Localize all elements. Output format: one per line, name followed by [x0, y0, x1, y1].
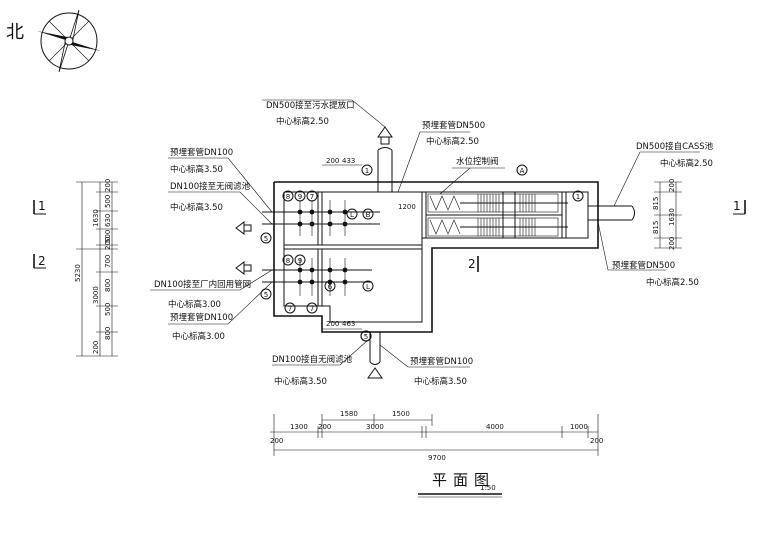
svg-text:3000: 3000 — [92, 286, 100, 304]
section-marks: 1 2 1 2 — [33, 199, 746, 272]
svg-text:200: 200 — [668, 237, 676, 250]
svg-text:L: L — [366, 283, 370, 291]
callout-leaders — [150, 99, 700, 368]
label-dn500-from-cass: DN500接自CASS池 — [636, 141, 714, 152]
svg-text:7: 7 — [310, 193, 314, 201]
label-pre-dn100-left2: 预埋套管DN100 — [170, 312, 233, 323]
svg-text:200: 200 — [318, 423, 331, 431]
svg-text:800: 800 — [104, 279, 112, 292]
svg-text:200: 200 — [270, 437, 283, 445]
label-dn500-from-cass-elev: 中心标高2.50 — [660, 158, 713, 169]
tank-outline — [273, 181, 599, 333]
svg-text:B: B — [366, 211, 371, 219]
svg-text:800: 800 — [104, 327, 112, 340]
label-pre-dn500-right-elev: 中心标高2.50 — [646, 277, 699, 288]
svg-text:7: 7 — [310, 305, 314, 313]
svg-text:9: 9 — [298, 257, 302, 265]
svg-text:1: 1 — [733, 199, 741, 213]
svg-text:1630: 1630 — [92, 209, 100, 227]
svg-text:1: 1 — [365, 167, 369, 175]
svg-text:平面图: 平面图 — [432, 471, 495, 489]
label-water-level-valve: 水位控制阀 — [456, 156, 499, 167]
label-dn100-from-filter-elev: 中心标高3.50 — [274, 376, 327, 387]
label-dn500-sewage: DN500接至污水提放口 — [266, 100, 355, 111]
svg-text:200: 200 — [668, 179, 676, 192]
callout-labels: DN500接至污水提放口 中心标高2.50 预埋套管DN500 中心标高2.50… — [154, 100, 714, 387]
svg-text:500: 500 — [104, 195, 112, 208]
svg-text:6: 6 — [328, 283, 333, 291]
dims-bottom: 1580 1500 200 1300 200 3000 4000 1000 20… — [270, 410, 603, 462]
svg-text:L: L — [350, 211, 354, 219]
svg-text:8: 8 — [286, 257, 290, 265]
svg-text:500: 500 — [104, 303, 112, 316]
svg-text:815: 815 — [652, 197, 660, 210]
svg-text:8: 8 — [286, 193, 290, 201]
svg-text:200: 200 — [104, 179, 112, 192]
label-pre-dn100-left2-elev: 中心标高3.00 — [172, 331, 225, 342]
label-pre-dn100-left-elev: 中心标高3.50 — [170, 164, 223, 175]
svg-text:2: 2 — [468, 257, 476, 271]
label-dn100-from-filter: DN100接自无阀滤池 — [272, 354, 353, 365]
label-dn100-to-filter-elev: 中心标高3.50 — [170, 202, 223, 213]
dims-left: 200 500 630 1630 500 200 700 800 3000 50… — [74, 179, 118, 357]
north-label: 北 — [6, 22, 24, 43]
svg-text:3000: 3000 — [366, 423, 384, 431]
svg-text:4000: 4000 — [486, 423, 504, 431]
svg-text:200: 200 — [326, 320, 339, 328]
marker-group: 1 A 8 9 7 B L 5 8 9 6 L 5 7 7 5 1 — [260, 164, 580, 342]
drawing-title: 平面图 1:50 — [418, 471, 502, 498]
svg-text:463: 463 — [342, 320, 355, 328]
label-dn100-to-filter: DN100接至无阀滤池 — [170, 181, 251, 192]
svg-text:815: 815 — [652, 221, 660, 234]
outlet-pipes-left — [235, 200, 380, 296]
svg-text:5230: 5230 — [74, 264, 82, 282]
svg-text:433: 433 — [342, 157, 355, 165]
dims-top: 200 433 200 463 1200 — [322, 157, 416, 330]
compass-icon — [37, 9, 101, 73]
label-pre-dn100-bottom-elev: 中心标高3.50 — [414, 376, 467, 387]
svg-text:200: 200 — [326, 157, 339, 165]
svg-text:1300: 1300 — [290, 423, 308, 431]
svg-text:1000: 1000 — [570, 423, 588, 431]
svg-text:2: 2 — [38, 254, 46, 268]
svg-text:1500: 1500 — [392, 410, 410, 418]
label-pre-dn500-top-elev: 中心标高2.50 — [426, 136, 479, 147]
svg-text:1580: 1580 — [340, 410, 358, 418]
svg-text:5: 5 — [364, 333, 368, 341]
svg-text:700: 700 — [104, 255, 112, 268]
dims-right: 200 815 1630 815 200 — [652, 179, 682, 250]
svg-text:5: 5 — [264, 291, 268, 299]
svg-text:200: 200 — [92, 341, 100, 354]
svg-text:1200: 1200 — [398, 203, 416, 211]
label-pre-dn500-top: 预埋套管DN500 — [422, 120, 485, 131]
label-pre-dn100-left: 预埋套管DN100 — [170, 147, 233, 158]
label-dn500-sewage-elev: 中心标高2.50 — [276, 116, 329, 127]
svg-text:200: 200 — [104, 237, 112, 250]
svg-text:1630: 1630 — [668, 208, 676, 226]
svg-text:5: 5 — [264, 235, 268, 243]
inlet-pipe-cass — [572, 190, 635, 221]
svg-text:200: 200 — [590, 437, 603, 445]
svg-text:1: 1 — [576, 193, 580, 201]
inlet-pipe-bottom — [360, 330, 383, 379]
svg-text:1: 1 — [38, 199, 46, 213]
svg-text:9: 9 — [298, 193, 302, 201]
svg-text:630: 630 — [104, 214, 112, 227]
svg-text:9700: 9700 — [428, 454, 446, 462]
sewage-pipe — [377, 126, 393, 192]
svg-text:1:50: 1:50 — [480, 484, 496, 492]
svg-text:7: 7 — [288, 305, 292, 313]
svg-text:A: A — [520, 167, 525, 175]
svg-text:500: 500 — [104, 230, 112, 243]
label-dn100-to-reuse-elev: 中心标高3.00 — [168, 299, 221, 310]
label-pre-dn500-right: 预埋套管DN500 — [612, 260, 675, 271]
label-pre-dn100-bottom: 预埋套管DN100 — [410, 356, 473, 367]
filter-bank — [426, 191, 568, 239]
label-dn100-to-reuse: DN100接至厂内回用管网 — [154, 279, 251, 290]
